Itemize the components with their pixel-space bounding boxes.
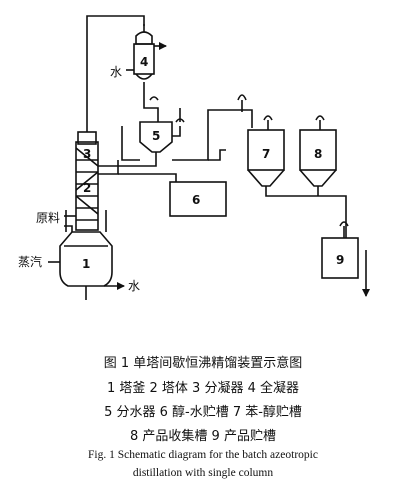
alcohol-water-tank (169, 181, 227, 217)
steam-label: 蒸汽 (18, 254, 42, 269)
unit-label-9: 9 (336, 253, 344, 267)
english-caption-line-1: Fig. 1 Schematic diagram for the batch a… (88, 449, 318, 461)
process-flow-diagram: 1 2 3 4 5 6 7 8 9 原料 蒸汽 水 水 (18, 15, 370, 300)
unit-label-7: 7 (262, 147, 270, 161)
product-storage-tank (321, 237, 359, 279)
decanter (139, 121, 173, 160)
unit-label-2: 2 (83, 181, 91, 195)
unit-label-5: 5 (152, 129, 160, 143)
english-caption-line-2: distillation with single column (132, 467, 274, 479)
column-body (75, 141, 99, 231)
water-in-label: 水 (110, 65, 122, 79)
total-condenser (133, 24, 155, 80)
water-out-label: 水 (128, 279, 140, 293)
unit-label-6: 6 (192, 193, 200, 207)
unit-label-4: 4 (140, 55, 148, 69)
unit-label-3: 3 (83, 147, 91, 161)
feed-label: 原料 (36, 211, 60, 225)
unit-label-1: 1 (82, 257, 90, 271)
product-collection-tank (299, 129, 337, 192)
vapor-line (86, 15, 145, 132)
benzene-alcohol-tank (247, 129, 285, 192)
legend-row-2: 5 分水器 6 醇-水贮槽 7 苯-醇贮槽 (104, 405, 302, 420)
legend-row-3: 8 产品收集槽 9 产品贮槽 (130, 429, 276, 444)
unit-label-8: 8 (314, 147, 322, 161)
figure-caption-title: 图 1 单塔间歇恒沸精馏装置示意图 (103, 356, 303, 371)
legend-row-1: 1 塔釜 2 塔体 3 分凝器 4 全凝器 (106, 381, 299, 396)
